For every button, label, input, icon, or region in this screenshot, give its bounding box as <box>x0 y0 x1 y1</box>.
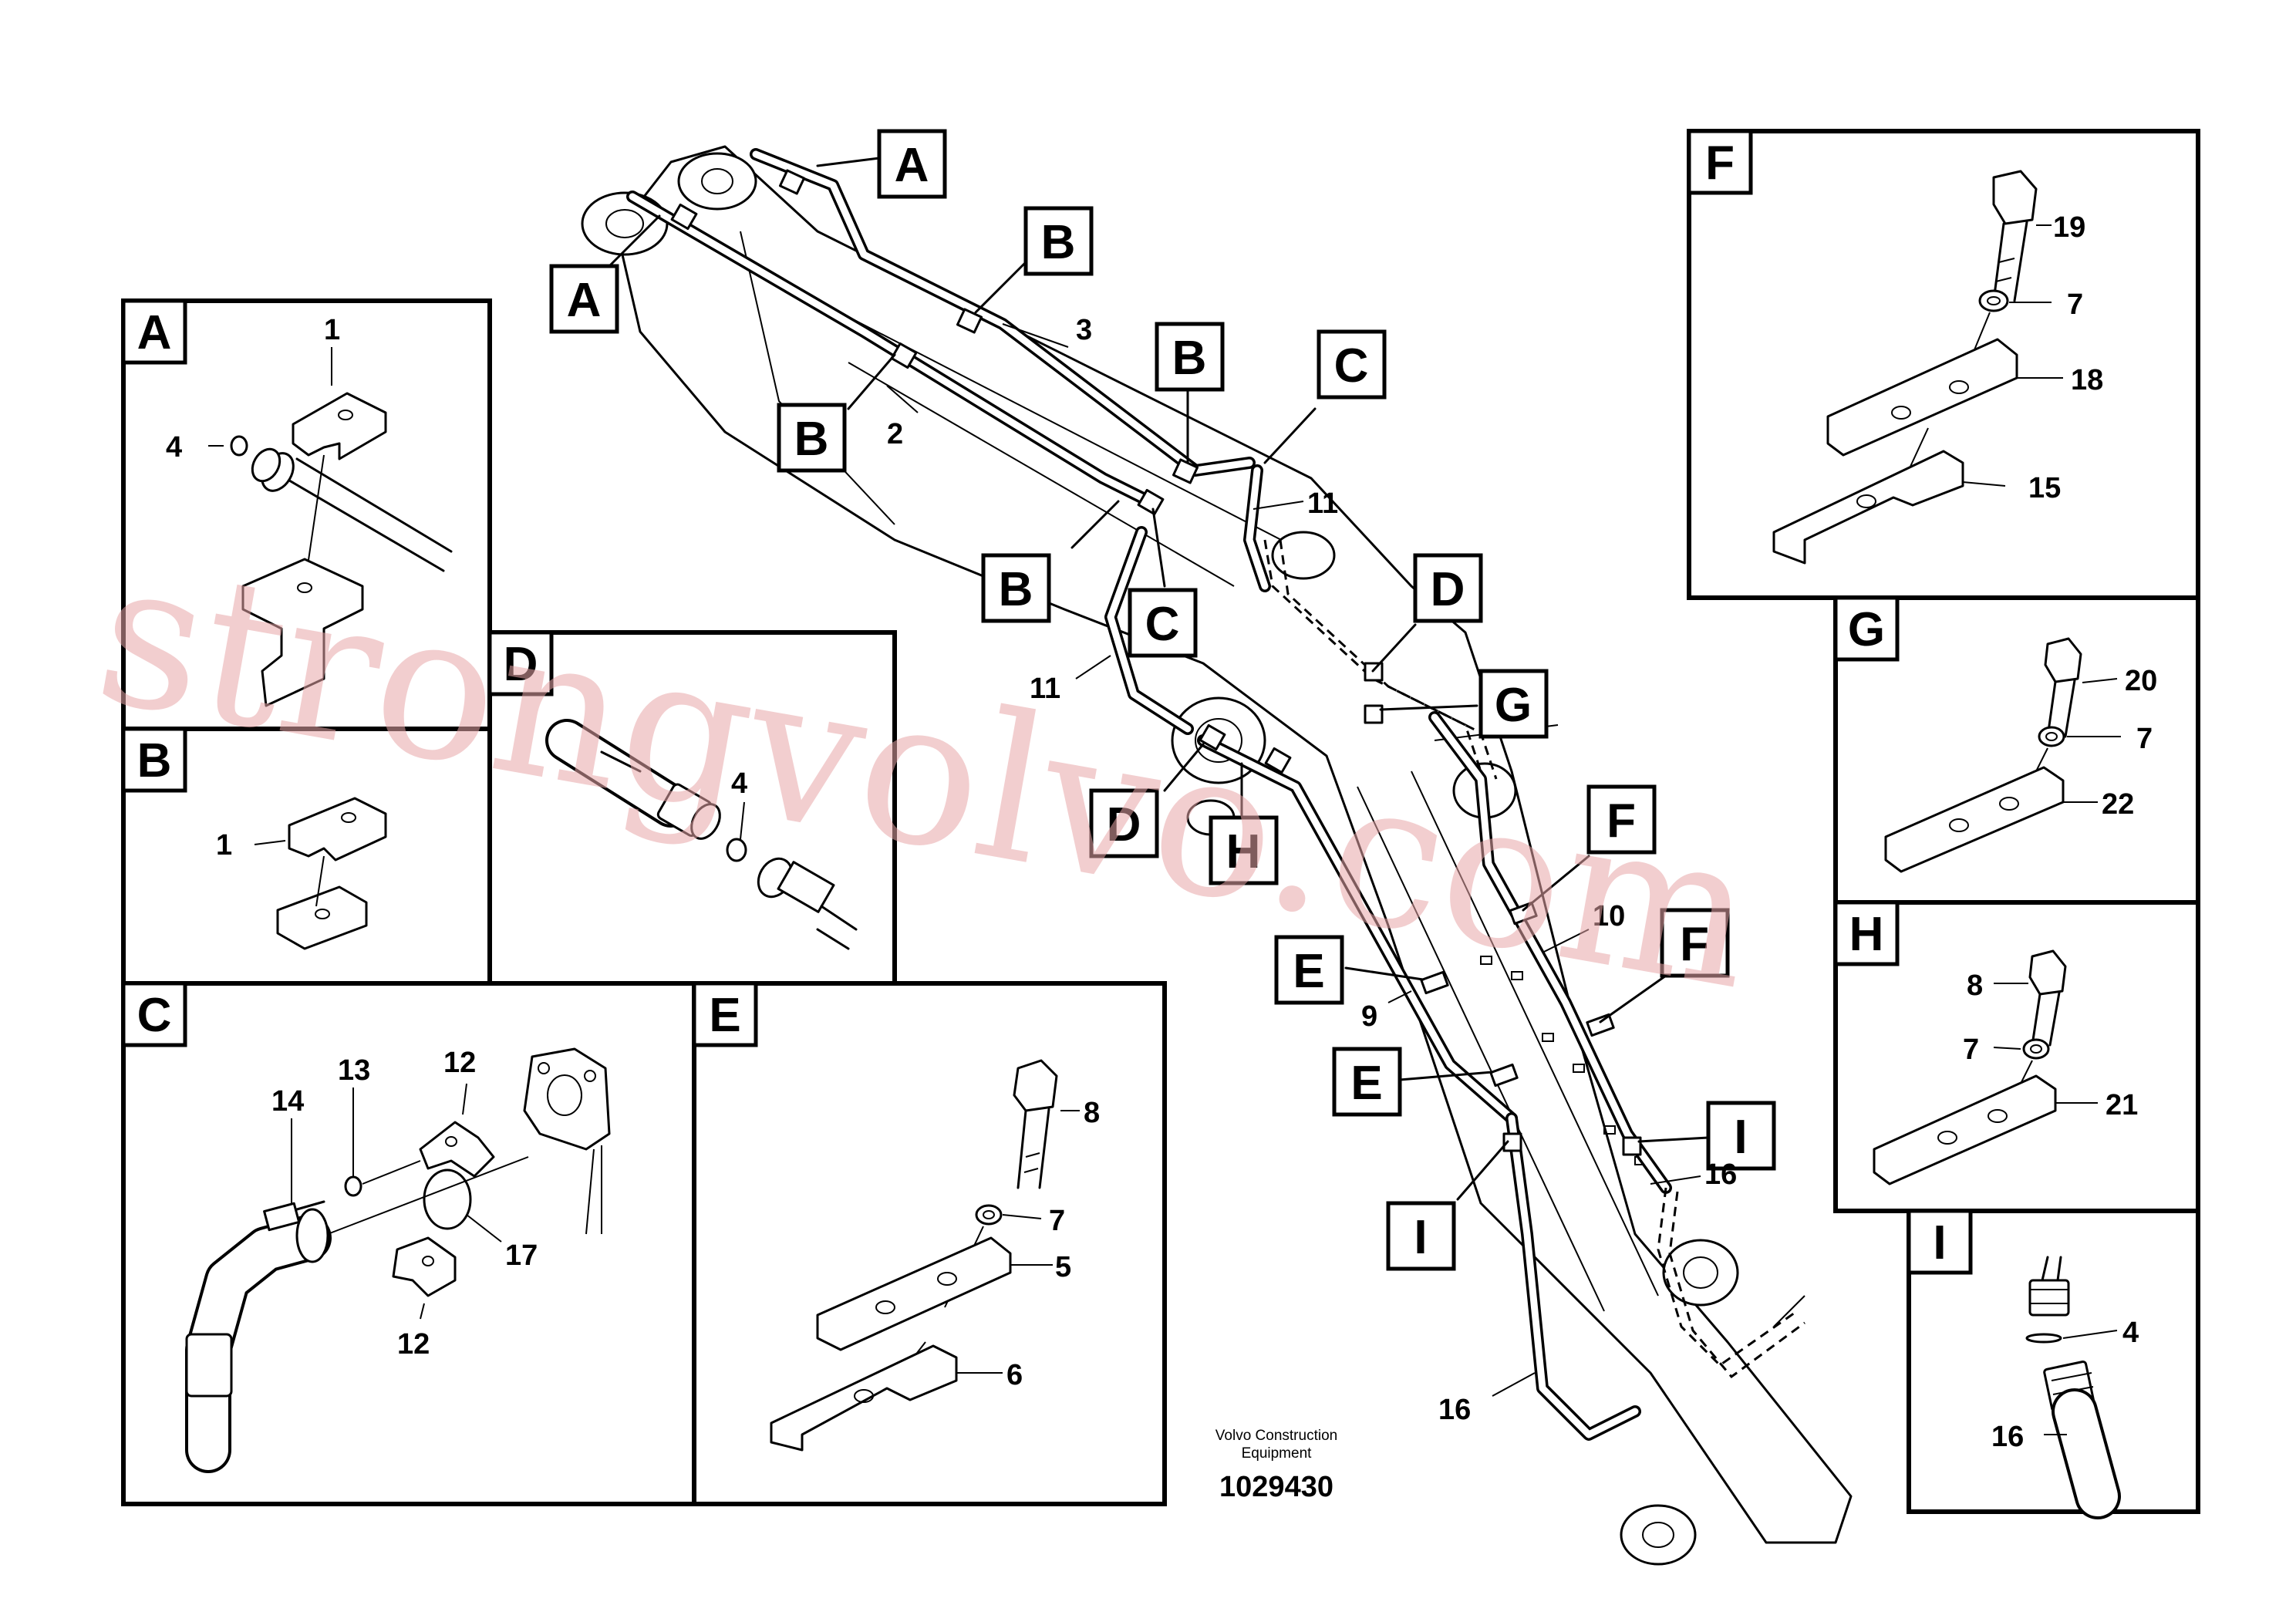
callout-letter: D <box>504 638 538 691</box>
callout-letter: E <box>1293 945 1324 998</box>
callout-letter: G <box>1495 679 1532 732</box>
detail-panel-H: H 8 7 21 <box>1833 900 2200 1213</box>
callout-tag-A <box>877 129 947 199</box>
callout-letter: A <box>567 274 602 327</box>
part-number-label: 16 <box>1704 1158 1737 1191</box>
part-number-label: 17 <box>505 1239 538 1272</box>
callout-letter: B <box>999 563 1033 616</box>
detail-panel-G: G 20 7 22 <box>1833 595 2200 905</box>
detail-panel-E: E 8 7 5 6 <box>692 981 1167 1506</box>
part-number-label: 16 <box>1991 1421 2024 1453</box>
callout-letter: A <box>137 306 172 359</box>
callout-letter: G <box>1848 603 1885 656</box>
part-number-label: 9 <box>1361 1000 1377 1033</box>
part-number-label: 3 <box>1076 314 1092 346</box>
part-number-label: 11 <box>1307 487 1338 520</box>
callout-letter: A <box>895 139 929 192</box>
part-number-label: 20 <box>2125 665 2157 697</box>
callout-tag-F <box>1586 784 1657 855</box>
callout-letter: B <box>1041 216 1076 269</box>
callout-tag-B <box>1155 322 1225 392</box>
part-number-label: 7 <box>2067 288 2083 321</box>
part-number-label: 7 <box>1963 1034 1979 1066</box>
boom-assembly <box>581 145 1853 1566</box>
callout-tag-A <box>549 264 619 334</box>
callout-letter: C <box>1334 339 1369 393</box>
caption-line1: Volvo Construction <box>1215 1428 1337 1444</box>
callout-tag-F <box>1660 908 1730 978</box>
detail-panel-C: C 17 12 12 13 14 <box>121 981 696 1506</box>
part-number-label: 14 <box>271 1085 304 1118</box>
detail-panel-B: B 1 <box>121 727 492 986</box>
part-number-label: 18 <box>2071 364 2103 396</box>
callout-tag-E <box>1332 1047 1402 1117</box>
part-number-label: 10 <box>1593 900 1625 932</box>
part-number-label: 21 <box>2106 1089 2138 1121</box>
callout-letter: I <box>1933 1216 1946 1270</box>
part-number-label: 7 <box>1049 1205 1065 1237</box>
detail-panel-F: F 19 7 18 15 <box>1687 129 2200 600</box>
callout-letter: F <box>1680 918 1709 971</box>
callout-letter: D <box>1107 798 1141 851</box>
callout-letter: I <box>1734 1111 1747 1164</box>
main-view-part-numbers: 3 2 11 11 10 9 16 16 <box>886 314 1737 1426</box>
detail-panel-D: D 4 <box>487 630 897 986</box>
caption-line2: Equipment <box>1242 1445 1313 1462</box>
callout-tag-I <box>1706 1101 1776 1171</box>
part-number-label: 6 <box>1006 1359 1023 1391</box>
callout-letter: B <box>1172 332 1207 385</box>
callout-tag-G <box>1478 669 1549 739</box>
part-number-label: 12 <box>443 1047 476 1079</box>
callout-tag-B <box>1023 206 1094 276</box>
part-number-label: 4 <box>731 767 747 800</box>
main-view-callouts: A A B B B B C C D D G <box>549 129 1776 1271</box>
part-number-label: 1 <box>324 314 340 346</box>
callout-tag-H <box>1209 815 1279 885</box>
callout-tag-I <box>1386 1201 1456 1271</box>
drawing-caption: Volvo Construction Equipment 1029430 <box>1215 1428 1337 1503</box>
part-number-label: 11 <box>1030 673 1060 705</box>
callout-tag-D <box>1413 553 1483 623</box>
part-number-label: 5 <box>1055 1251 1071 1283</box>
drawing-number: 1029430 <box>1219 1471 1333 1503</box>
callout-tag-B <box>777 403 847 473</box>
part-number-label: 8 <box>1967 969 1983 1002</box>
part-number-label: 15 <box>2028 472 2061 504</box>
part-number-label: 19 <box>2053 211 2085 244</box>
detail-panel-A: A 4 1 <box>121 298 492 731</box>
callout-tag-B <box>981 553 1051 623</box>
part-number-label: 7 <box>2136 723 2153 755</box>
callout-letter: D <box>1431 563 1465 616</box>
part-number-label: 4 <box>166 431 182 464</box>
callout-tag-C <box>1317 329 1387 400</box>
part-number-label: 13 <box>338 1054 370 1087</box>
callout-letter: C <box>1145 598 1180 651</box>
hydraulic-lines <box>626 148 1805 1441</box>
callout-letter: C <box>137 989 172 1042</box>
part-number-label: 22 <box>2102 788 2134 821</box>
callout-tag-C <box>1128 588 1198 658</box>
callout-letter: B <box>137 734 172 787</box>
callout-letter: H <box>1849 908 1884 961</box>
callout-letter: F <box>1705 137 1735 190</box>
callout-tag-E <box>1274 935 1344 1005</box>
part-number-label: 8 <box>1084 1097 1100 1129</box>
part-number-label: 1 <box>216 829 232 862</box>
callout-letter: H <box>1226 825 1261 878</box>
part-number-label: 12 <box>397 1328 430 1361</box>
part-number-label: 2 <box>887 418 903 450</box>
callout-letter: I <box>1414 1211 1427 1264</box>
part-number-label: 4 <box>2122 1317 2139 1349</box>
part-number-label: 16 <box>1438 1394 1471 1426</box>
callout-letter: F <box>1607 794 1636 848</box>
callout-letter: E <box>1350 1057 1382 1110</box>
callout-letter: E <box>709 989 740 1042</box>
detail-panel-I: I 4 16 <box>1907 1209 2200 1519</box>
callout-letter: B <box>794 413 829 466</box>
callout-tag-D <box>1089 788 1159 858</box>
